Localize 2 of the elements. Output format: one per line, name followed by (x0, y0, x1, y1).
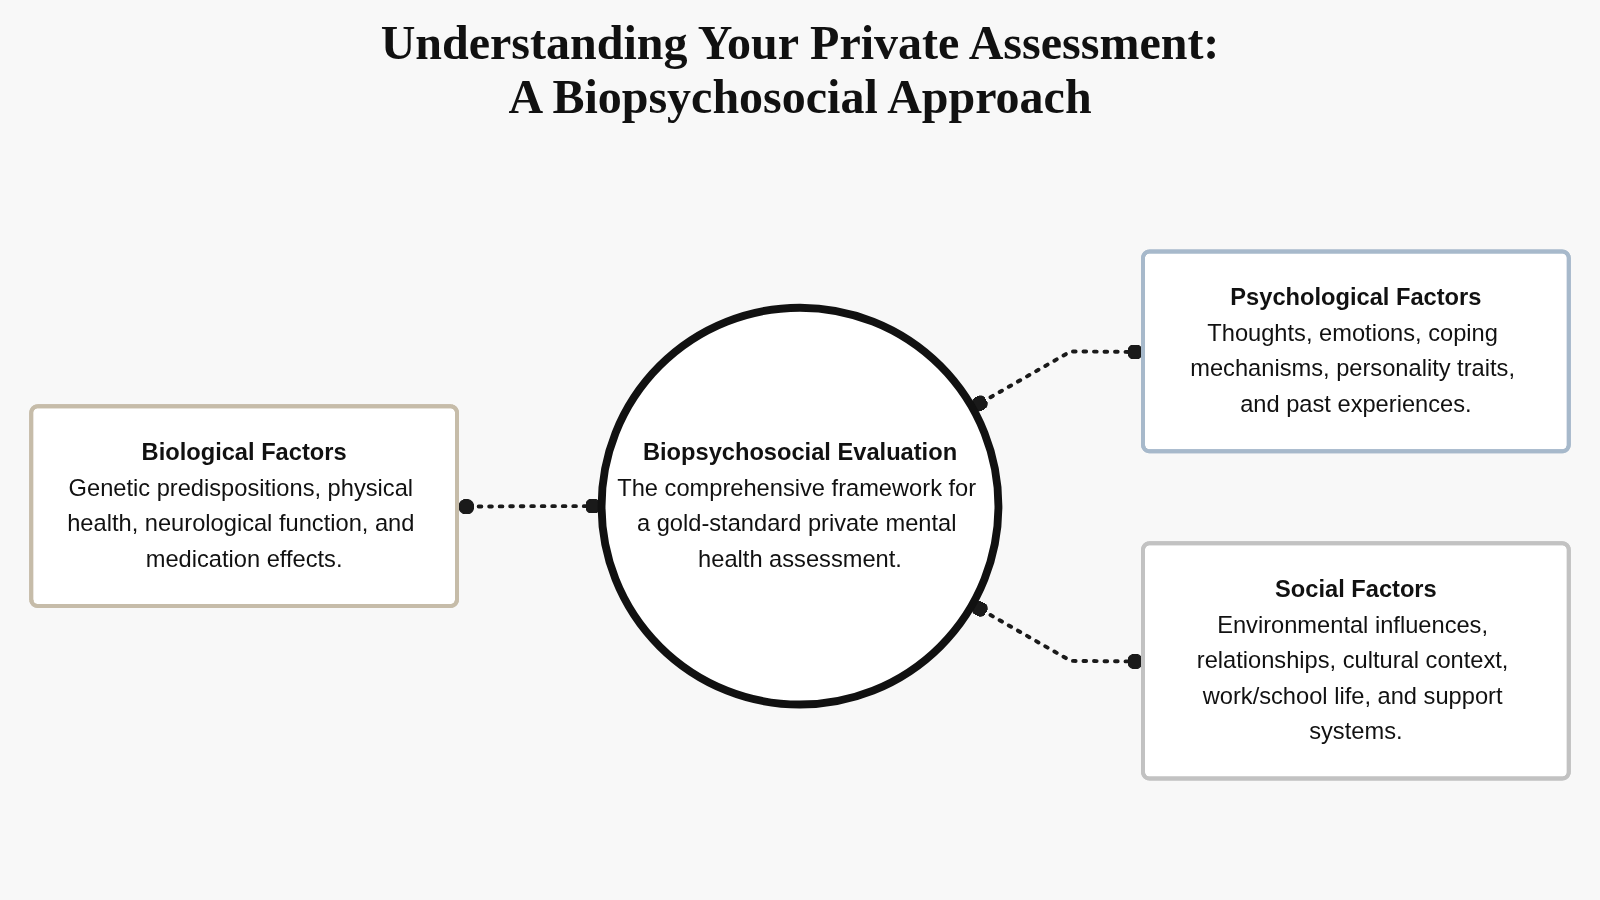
node-circle: Biopsychosocial Evaluation The comprehensive framework for a gold-standard private mental health assessment. (597, 303, 1003, 709)
title: Understanding Your Private Assessment: A Biopsychosocial Approach (379, 16, 1221, 124)
